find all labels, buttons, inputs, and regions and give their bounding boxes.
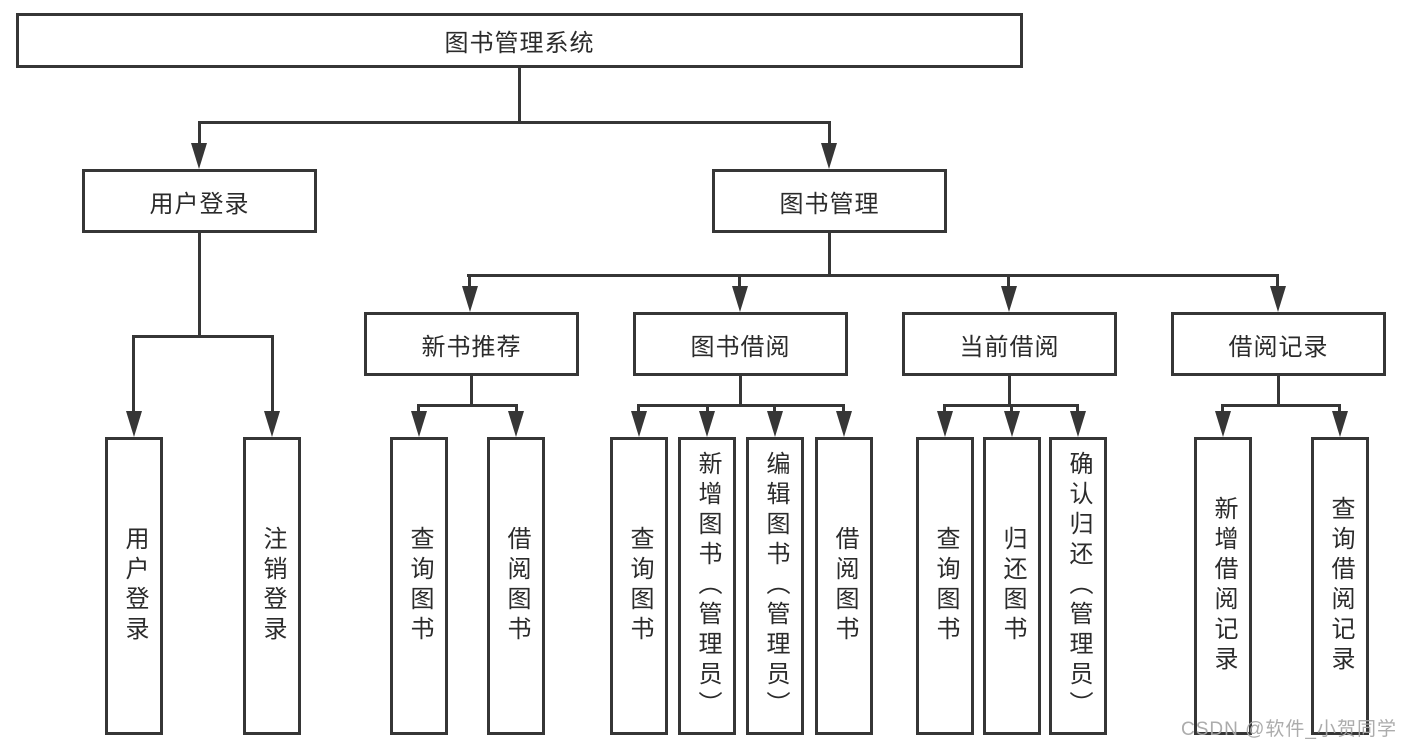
connector-drop-leaf-3: [417, 404, 420, 416]
connector-borrow-records-bar: [1221, 404, 1341, 407]
connector-user-login-stem: [198, 233, 201, 337]
node-new-book-recommend: 新书推荐: [364, 312, 579, 376]
leaf-query-books-current-label: 查询图书: [932, 526, 959, 646]
leaf-edit-books-admin-label: 编辑图书（管理员）: [762, 451, 789, 721]
connector-book-management-stem: [828, 233, 831, 276]
node-book-borrow: 图书借阅: [633, 312, 848, 376]
connector-new-book-stem: [470, 376, 473, 407]
connector-new-book-bar: [417, 404, 518, 407]
connector-drop-leaf-10: [1010, 404, 1013, 416]
connector-drop-new-book: [468, 274, 471, 290]
leaf-edit-books-admin: 编辑图书（管理员）: [746, 437, 804, 735]
arrowhead-leaf-3: [411, 411, 427, 437]
node-library-system: 图书管理系统: [16, 13, 1023, 68]
arrowhead-current-borrow: [1001, 286, 1017, 312]
connector-drop-leaf-6: [706, 404, 709, 416]
connector-drop-book-borrow: [738, 274, 741, 290]
connector-drop-leaf-11: [1076, 404, 1079, 416]
node-current-borrow-label: 当前借阅: [959, 333, 1060, 361]
connector-user-login-bar: [132, 335, 274, 338]
connector-drop-leaf-7: [773, 404, 776, 416]
node-user-login: 用户登录: [82, 169, 317, 233]
node-new-book-recommend-label: 新书推荐: [421, 333, 522, 361]
leaf-query-books-recommend: 查询图书: [390, 437, 448, 735]
arrowhead-leaf-13: [1332, 411, 1348, 437]
csdn-watermark: CSDN @软件_小贺同学: [1181, 719, 1397, 740]
arrowhead-leaf-9: [937, 411, 953, 437]
arrowhead-leaf-4: [508, 411, 524, 437]
node-borrow-records: 借阅记录: [1171, 312, 1386, 376]
connector-drop-leaf-4: [515, 404, 518, 416]
connector-book-borrow-bar: [637, 404, 844, 407]
leaf-logout: 注销登录: [243, 437, 301, 735]
node-library-system-label: 图书管理系统: [444, 30, 595, 57]
arrowhead-logout-leaf: [264, 411, 280, 437]
node-book-management-label: 图书管理: [779, 190, 880, 218]
leaf-borrow-books-label: 借阅图书: [831, 526, 858, 646]
connector-drop-borrow-records: [1276, 274, 1279, 290]
leaf-logout-label: 注销登录: [259, 526, 286, 646]
leaf-add-books-admin: 新增图书（管理员）: [678, 437, 736, 735]
connector-drop-leaf-12: [1221, 404, 1224, 416]
arrowhead-new-book: [462, 286, 478, 312]
leaf-query-books-current: 查询图书: [916, 437, 974, 735]
leaf-add-books-admin-label: 新增图书（管理员）: [694, 451, 721, 721]
leaf-query-books-borrow: 查询图书: [610, 437, 668, 735]
connector-book-borrow-stem: [739, 376, 742, 407]
arrowhead-user-login: [191, 143, 207, 169]
leaf-query-borrow-record-label: 查询借阅记录: [1327, 496, 1354, 676]
arrowhead-login-leaf: [126, 411, 142, 437]
arrowhead-leaf-11: [1070, 411, 1086, 437]
connector-drop-book-management: [828, 121, 831, 147]
arrowhead-book-borrow: [732, 286, 748, 312]
arrowhead-leaf-8: [836, 411, 852, 437]
leaf-add-borrow-record-label: 新增借阅记录: [1210, 496, 1237, 676]
node-borrow-records-label: 借阅记录: [1228, 333, 1329, 361]
arrowhead-book-management: [821, 143, 837, 169]
leaf-add-borrow-record: 新增借阅记录: [1194, 437, 1252, 735]
arrowhead-leaf-6: [699, 411, 715, 437]
leaf-borrow-books-recommend: 借阅图书: [487, 437, 545, 735]
node-current-borrow: 当前借阅: [902, 312, 1117, 376]
leaf-return-books-label: 归还图书: [999, 526, 1026, 646]
leaf-query-books-borrow-label: 查询图书: [626, 526, 653, 646]
connector-drop-leaf-8: [842, 404, 845, 416]
connector-drop-logout-leaf: [271, 335, 274, 413]
leaf-confirm-return-admin: 确认归还（管理员）: [1049, 437, 1107, 735]
leaf-user-login-label: 用户登录: [121, 526, 148, 646]
node-book-borrow-label: 图书借阅: [690, 333, 791, 361]
node-user-login-label: 用户登录: [149, 190, 250, 218]
leaf-query-borrow-record: 查询借阅记录: [1311, 437, 1369, 735]
connector-drop-user-login: [198, 121, 201, 147]
connector-drop-leaf-9: [943, 404, 946, 416]
connector-book-management-bar: [467, 274, 1279, 277]
leaf-user-login: 用户登录: [105, 437, 163, 735]
connector-root-stem: [518, 68, 521, 123]
leaf-borrow-books: 借阅图书: [815, 437, 873, 735]
arrowhead-leaf-10: [1004, 411, 1020, 437]
leaf-query-books-recommend-label: 查询图书: [406, 526, 433, 646]
arrowhead-leaf-7: [767, 411, 783, 437]
arrowhead-leaf-5: [631, 411, 647, 437]
connector-current-borrow-stem: [1008, 376, 1011, 407]
node-book-management: 图书管理: [712, 169, 947, 233]
connector-drop-leaf-13: [1338, 404, 1341, 416]
leaf-borrow-books-recommend-label: 借阅图书: [503, 526, 530, 646]
connector-drop-current-borrow: [1007, 274, 1010, 290]
arrowhead-leaf-12: [1215, 411, 1231, 437]
arrowhead-borrow-records: [1270, 286, 1286, 312]
connector-drop-leaf-5: [637, 404, 640, 416]
connector-borrow-records-stem: [1277, 376, 1280, 407]
connector-root-bar: [198, 121, 831, 124]
connector-drop-login-leaf: [132, 335, 135, 413]
leaf-confirm-return-admin-label: 确认归还（管理员）: [1065, 451, 1092, 721]
leaf-return-books: 归还图书: [983, 437, 1041, 735]
